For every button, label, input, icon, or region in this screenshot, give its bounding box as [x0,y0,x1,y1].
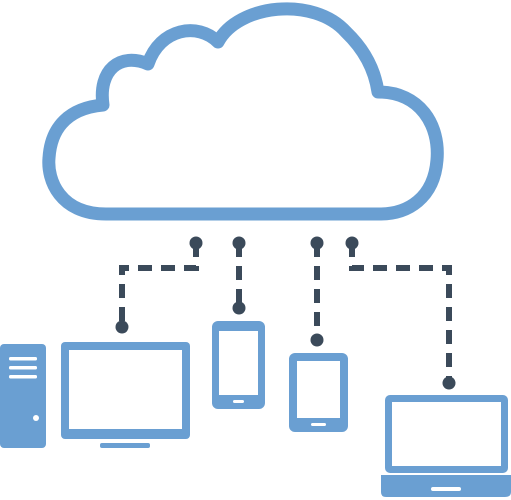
monitor-icon [61,342,190,448]
tablet-icon [289,353,348,432]
smartphone-icon [212,321,265,409]
connector-tablet [310,236,324,347]
connector-desktop [115,236,203,334]
cloud-icon [42,2,444,221]
connector-smartphone [232,236,246,315]
connector-laptop [345,236,456,390]
laptop-icon [381,395,511,497]
desktop-tower-icon [0,344,46,448]
connectors [115,236,456,390]
